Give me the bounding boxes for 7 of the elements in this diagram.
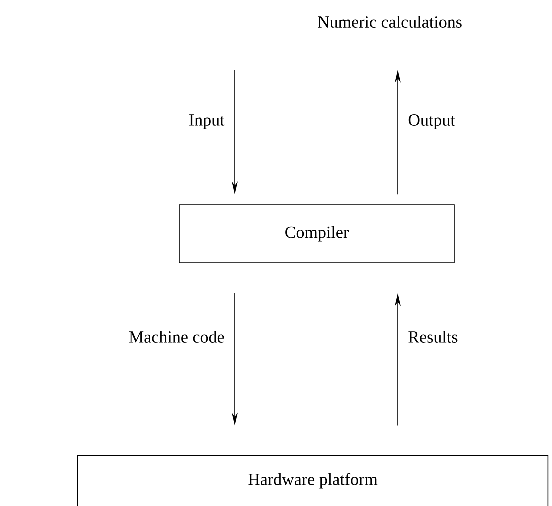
edge-label: Input <box>190 114 225 130</box>
platform-box: Hardware platform <box>77 455 549 506</box>
edge-label: Machine code <box>129 331 224 343</box>
edge-label: Results <box>408 331 458 343</box>
edge-label: Output <box>408 114 456 130</box>
process-box: Compiler <box>179 204 455 264</box>
caption-text: Numeric calculations <box>318 16 462 28</box>
